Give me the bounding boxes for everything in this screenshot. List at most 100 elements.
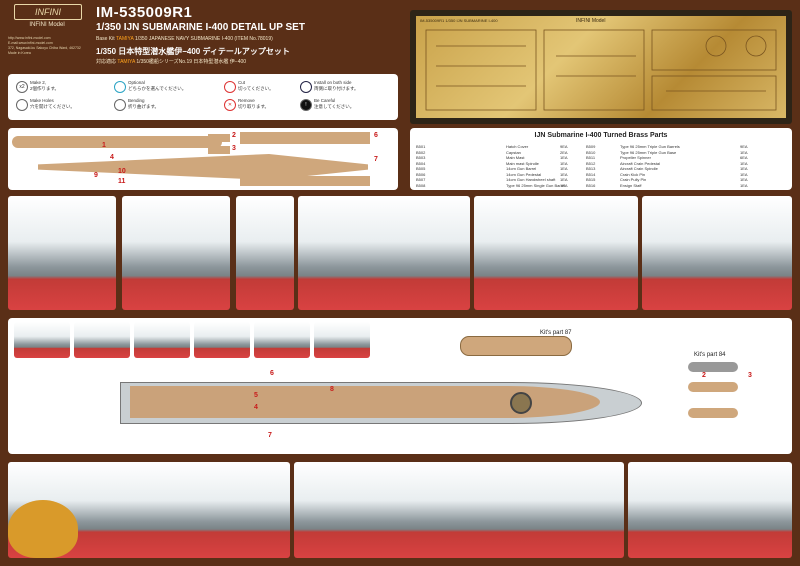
parts-cell: 9EA (560, 144, 568, 149)
kit-part-87-label: Kit's part 87 (540, 330, 572, 336)
thumb-photo (194, 322, 250, 358)
parts-cell: B502 (416, 149, 426, 155)
part-number: 4 (110, 154, 114, 161)
parts-cell: Aircraft Crain Pedestal (620, 160, 661, 166)
photo-stern (628, 462, 792, 558)
parts-cell: Hatch Cover (506, 144, 529, 149)
parts-cell: 1EA (740, 182, 748, 188)
fret-plate: IM-535009R1 1/350 IJN SUBMARINE I-400 IN… (416, 16, 786, 118)
parts-cell: 1EA (560, 160, 568, 166)
brand-logo: INFINI (14, 4, 82, 20)
parts-cell: B505 (416, 166, 426, 171)
both-sides-icon (300, 81, 312, 93)
part-number: 11 (118, 178, 126, 185)
parts-cell: 6EA (740, 155, 748, 160)
part-number: 6 (270, 370, 274, 377)
thumb-photo (314, 322, 370, 358)
parts-cell: B503 (416, 155, 426, 160)
part-number: 3 (232, 145, 236, 152)
parts-cell: 1EA (560, 182, 568, 188)
parts-cell: B501 (416, 144, 426, 149)
wooden-deck-panel: 1 2 3 4 6 7 9 10 11 (8, 128, 398, 190)
parts-cell: Crain Pully Pin (620, 177, 647, 182)
part-number: 3 (748, 372, 752, 379)
part-number: 5 (254, 392, 258, 399)
parts-cell: B507 (416, 177, 426, 182)
part-number: 2 (702, 372, 706, 379)
drill-icon (16, 99, 28, 111)
parts-title: IJN Submarine I-400 Turned Brass Parts (534, 132, 668, 139)
turned-brass-parts-table: IJN Submarine I-400 Turned Brass Parts B… (410, 128, 792, 190)
parts-cell: 1EA (560, 166, 568, 171)
parts-cell: B506 (416, 171, 426, 177)
bend-icon (114, 99, 126, 111)
parts-cell: 1EA (740, 171, 748, 177)
remove-icon: ✕ (224, 99, 236, 111)
part-number: 4 (254, 404, 258, 411)
product-code: IM-535009R1 (96, 4, 193, 21)
parts-cell: Propeller Spinner (620, 155, 651, 160)
parts-cell: 2EA (560, 149, 568, 155)
product-title: 1/350 IJN SUBMARINE I-400 DETAIL UP SET (96, 22, 305, 33)
deck-piece-84a (688, 382, 738, 392)
kit-part-84-drawing (688, 362, 738, 372)
deck-strip-top (12, 136, 222, 148)
parts-cell: B510 (586, 149, 596, 155)
photo-bridge-aa-guns (294, 462, 624, 558)
parts-cell: B511 (586, 155, 596, 160)
part-number: 8 (330, 386, 334, 393)
parts-cell: B509 (586, 144, 596, 149)
thumb-photo (134, 322, 190, 358)
deck-part-3 (208, 146, 230, 154)
parts-cell: 1EA (740, 177, 748, 182)
photo-bow-deck (8, 196, 116, 310)
brand-line: Made in Korea (8, 51, 31, 55)
parts-cell: 14cm Gun Barrel (506, 166, 537, 171)
x2-icon: x2 (16, 81, 28, 93)
part-number: 6 (374, 132, 378, 139)
parts-cell: Crain Kick Pin (620, 171, 646, 177)
tiger-mascot-icon (8, 500, 78, 558)
base-kit-line: Base Kit TAMIYA 1/350 JAPANESE NAVY SUBM… (96, 36, 273, 42)
photo-tower-rear (642, 196, 792, 310)
parts-cell: B512 (586, 160, 596, 166)
thumb-photo (74, 322, 130, 358)
fret-code: IM-535009R1 1/350 IJN SUBMARINE I-400 (420, 18, 498, 23)
hatch-circle (510, 392, 532, 414)
parts-cell: 14cm Gun Handwheel shaft (506, 177, 556, 182)
parts-cell: 14cm Gun Pedestal (506, 171, 542, 177)
parts-cell: 9EA (740, 144, 748, 149)
deck-piece-84b (688, 408, 738, 418)
parts-cell: Capstan (506, 149, 521, 155)
part-number: 7 (268, 432, 272, 439)
kit-part-84-label: Kit's part 84 (694, 352, 726, 358)
thumb-photo (254, 322, 310, 358)
jp-title: 1/350 日本特型潜水艦伊−400 ディテールアップセット (96, 47, 290, 56)
brand-name: INFINI Model (29, 22, 65, 28)
kit-part-87-drawing (460, 336, 572, 356)
photo-hull-side (298, 196, 470, 310)
scissors-icon (224, 81, 236, 93)
part-number: 10 (118, 168, 126, 175)
brand-line: E-mail:www.infini-model.com (8, 41, 53, 45)
parts-cell: B513 (586, 166, 596, 171)
fret-label: INFINI Model (576, 18, 606, 24)
parts-cell: 1EA (740, 149, 748, 155)
parts-cell: Ensign Staff (620, 182, 642, 188)
parts-cell: 1EA (740, 166, 748, 171)
parts-cell: Type 96 25mm Triple Gun Base (620, 149, 677, 155)
photo-gun-deck (122, 196, 230, 310)
parts-cell: Type 96 25mm Triple Gun Barrels (620, 144, 680, 149)
parts-cell: B515 (586, 177, 596, 182)
part-number: 9 (94, 172, 98, 179)
photo-deck-detail (236, 196, 294, 310)
photo-etch-fret: IM-535009R1 1/350 IJN SUBMARINE I-400 IN… (410, 10, 792, 124)
brand-block: INFINI INFINI Model http://www.infini-mo… (8, 4, 86, 64)
deck-part-2 (208, 134, 230, 142)
warning-icon: ! (300, 99, 312, 111)
